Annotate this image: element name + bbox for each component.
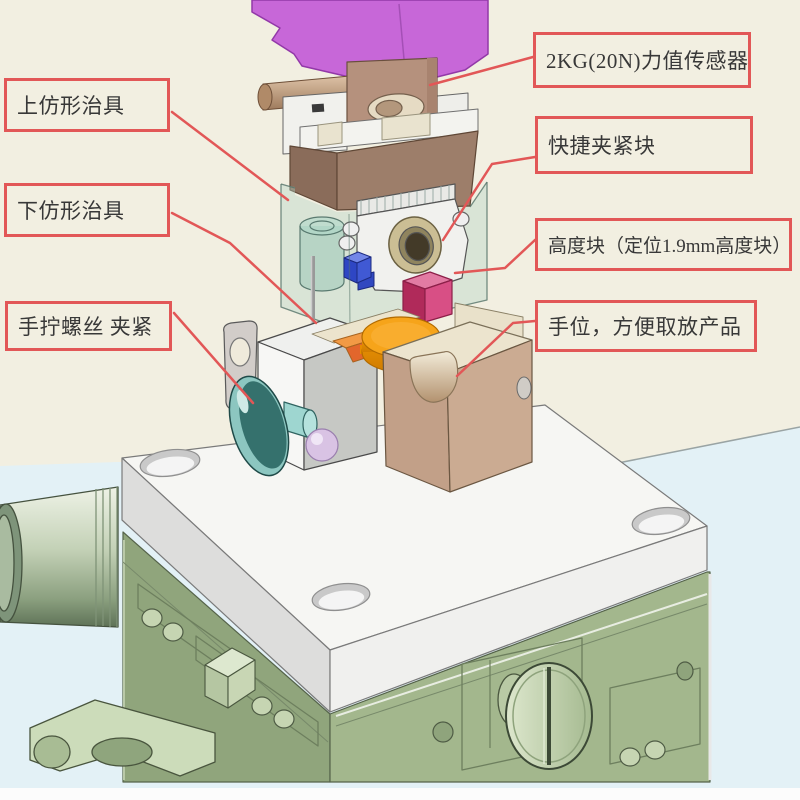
lower-fixture bbox=[223, 302, 533, 493]
bottom-strip bbox=[0, 788, 800, 800]
base-plate-front-face bbox=[329, 525, 708, 713]
guide-bushing bbox=[299, 216, 345, 292]
leader-hand-screw bbox=[172, 311, 255, 405]
counterbore-hole bbox=[311, 582, 371, 612]
xy-stage bbox=[0, 486, 712, 783]
hand-slot-block bbox=[382, 321, 533, 493]
stage-corner-block bbox=[204, 647, 256, 709]
table-edge bbox=[617, 426, 800, 464]
label-box-height-block: 高度块（定位1.9mm高度块） bbox=[535, 218, 792, 271]
counterbore-hole bbox=[139, 448, 201, 478]
knob-ball bbox=[305, 428, 339, 462]
upper-jig-top-plate bbox=[299, 108, 479, 152]
height-block bbox=[402, 271, 453, 323]
label-height-block-text: 高度块（定位1.9mm高度块） bbox=[548, 236, 792, 257]
label-box-lower-jig: 下仿形治具 bbox=[4, 183, 170, 237]
counterbore-hole bbox=[631, 506, 691, 536]
leader-sensor bbox=[428, 55, 535, 87]
leader-quick-clamp bbox=[441, 155, 537, 242]
stage-micrometer bbox=[0, 486, 119, 628]
thumb-screw-knob bbox=[228, 375, 318, 477]
quick-clamp-block bbox=[338, 183, 470, 293]
stage-knob bbox=[497, 662, 593, 770]
blue-clamp-block bbox=[343, 251, 375, 291]
label-box-hand-screw: 手拧螺丝 夹紧 bbox=[5, 301, 172, 351]
label-box-upper-jig: 上仿形治具 bbox=[4, 78, 170, 132]
label-box-hand-slot: 手位，方便取放产品 bbox=[535, 300, 757, 352]
label-upper-jig-text: 上仿形治具 bbox=[17, 94, 125, 118]
label-lower-jig-text: 下仿形治具 bbox=[17, 199, 125, 223]
leader-hand-slot bbox=[455, 319, 537, 378]
leader-upper-jig bbox=[170, 110, 290, 202]
label-quick-clamp-text: 快捷夹紧块 bbox=[548, 134, 656, 158]
label-hand-screw-text: 手拧螺丝 夹紧 bbox=[18, 315, 153, 339]
mount-slot bbox=[311, 103, 325, 113]
label-sensor-text: 2KG(20N)力值传感器 bbox=[546, 49, 749, 73]
clamp-bushing bbox=[388, 216, 442, 274]
stage-screws bbox=[141, 608, 694, 767]
stage-bracket bbox=[29, 699, 216, 777]
leader-lines bbox=[170, 55, 537, 405]
label-box-quick-clamp: 快捷夹紧块 bbox=[535, 116, 753, 174]
label-hand-slot-text: 手位，方便取放产品 bbox=[548, 315, 742, 339]
leader-lower-jig bbox=[170, 211, 318, 325]
hand-notch bbox=[409, 351, 459, 403]
leader-height-block bbox=[453, 238, 537, 275]
rear-tab bbox=[516, 376, 532, 400]
upper-assembly bbox=[251, 0, 489, 352]
label-box-sensor: 2KG(20N)力值传感器 bbox=[533, 32, 751, 88]
